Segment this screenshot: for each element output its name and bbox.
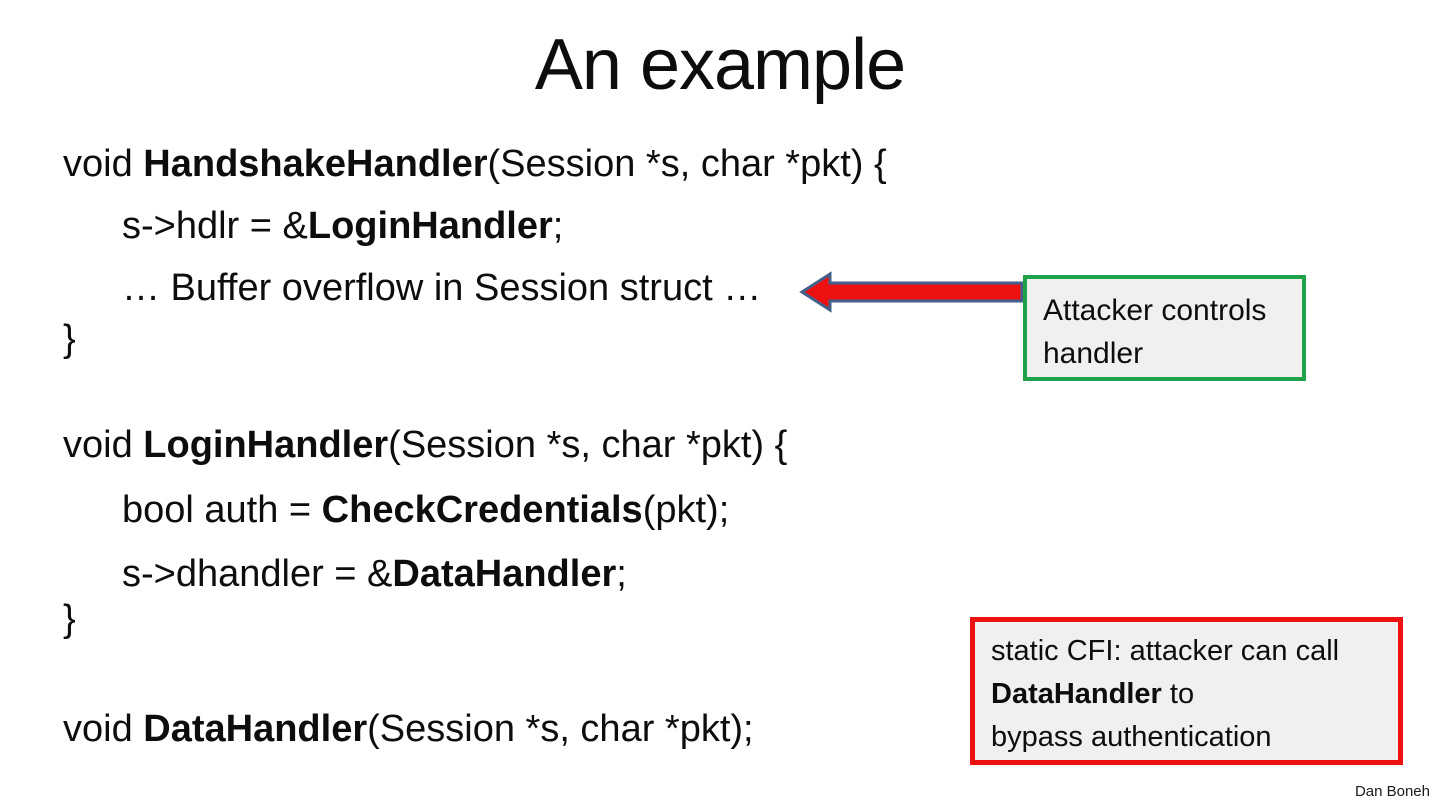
code-line-buffer-overflow: … Buffer overflow in Session struct …	[122, 267, 762, 309]
code-line-checkcredentials: bool auth = CheckCredentials(pkt);	[122, 486, 729, 534]
code-text: s->hdlr = &	[122, 205, 308, 247]
static-cfi-line1: static CFI: attacker can call	[991, 635, 1340, 667]
attacker-controls-callout: Attacker controls handler	[1023, 275, 1306, 381]
static-cfi-datahandler-bold: DataHandler	[991, 678, 1162, 710]
code-bold-datahandler: DataHandler	[392, 553, 617, 595]
code-text: ;	[616, 553, 627, 595]
code-text: void	[63, 143, 144, 185]
code-bold-loginhandler: LoginHandler	[143, 424, 389, 466]
code-bold-datahandler: DataHandler	[143, 708, 368, 750]
code-line-datahandler-declaration: void DataHandler(Session *s, char *pkt);	[63, 705, 754, 753]
code-text: void	[63, 708, 144, 750]
code-text: s->dhandler = &	[122, 553, 393, 595]
static-cfi-callout: static CFI: attacker can call DataHandle…	[970, 617, 1403, 765]
code-bold-loginhandler: LoginHandler	[307, 205, 553, 247]
code-line-dhandler-assignment: s->dhandler = &DataHandler;	[122, 550, 627, 598]
code-text: (pkt);	[642, 489, 730, 531]
code-text: void	[63, 424, 144, 466]
code-text: bool auth =	[122, 489, 322, 531]
static-cfi-line3: bypass authentication	[991, 721, 1272, 753]
code-bold-checkcredentials: CheckCredentials	[321, 489, 643, 531]
code-line-closing-brace-1: }	[63, 318, 76, 360]
left-arrow-icon	[799, 271, 1024, 313]
author-credit: Dan Boneh	[1354, 783, 1430, 800]
code-text: (Session *s, char *pkt) {	[388, 424, 788, 466]
code-line-handshakehandler-signature: void HandshakeHandler(Session *s, char *…	[63, 140, 887, 188]
page-title: An example	[534, 25, 906, 105]
code-line-loginhandler-signature: void LoginHandler(Session *s, char *pkt)…	[63, 421, 787, 469]
code-text: (Session *s, char *pkt);	[367, 708, 754, 750]
code-text: (Session *s, char *pkt) {	[487, 143, 887, 185]
code-line-closing-brace-2: }	[63, 598, 76, 640]
code-bold-handshakehandler: HandshakeHandler	[143, 143, 488, 185]
left-arrow-shape	[799, 271, 1024, 313]
code-line-hdlr-assignment: s->hdlr = &LoginHandler;	[122, 202, 563, 250]
code-text: ;	[552, 205, 564, 247]
static-cfi-line2-rest: to	[1161, 678, 1195, 710]
attacker-controls-line1: Attacker controls	[1043, 294, 1267, 327]
static-cfi-line2: DataHandler to	[991, 673, 1398, 716]
attacker-controls-line2: handler	[1043, 337, 1144, 370]
